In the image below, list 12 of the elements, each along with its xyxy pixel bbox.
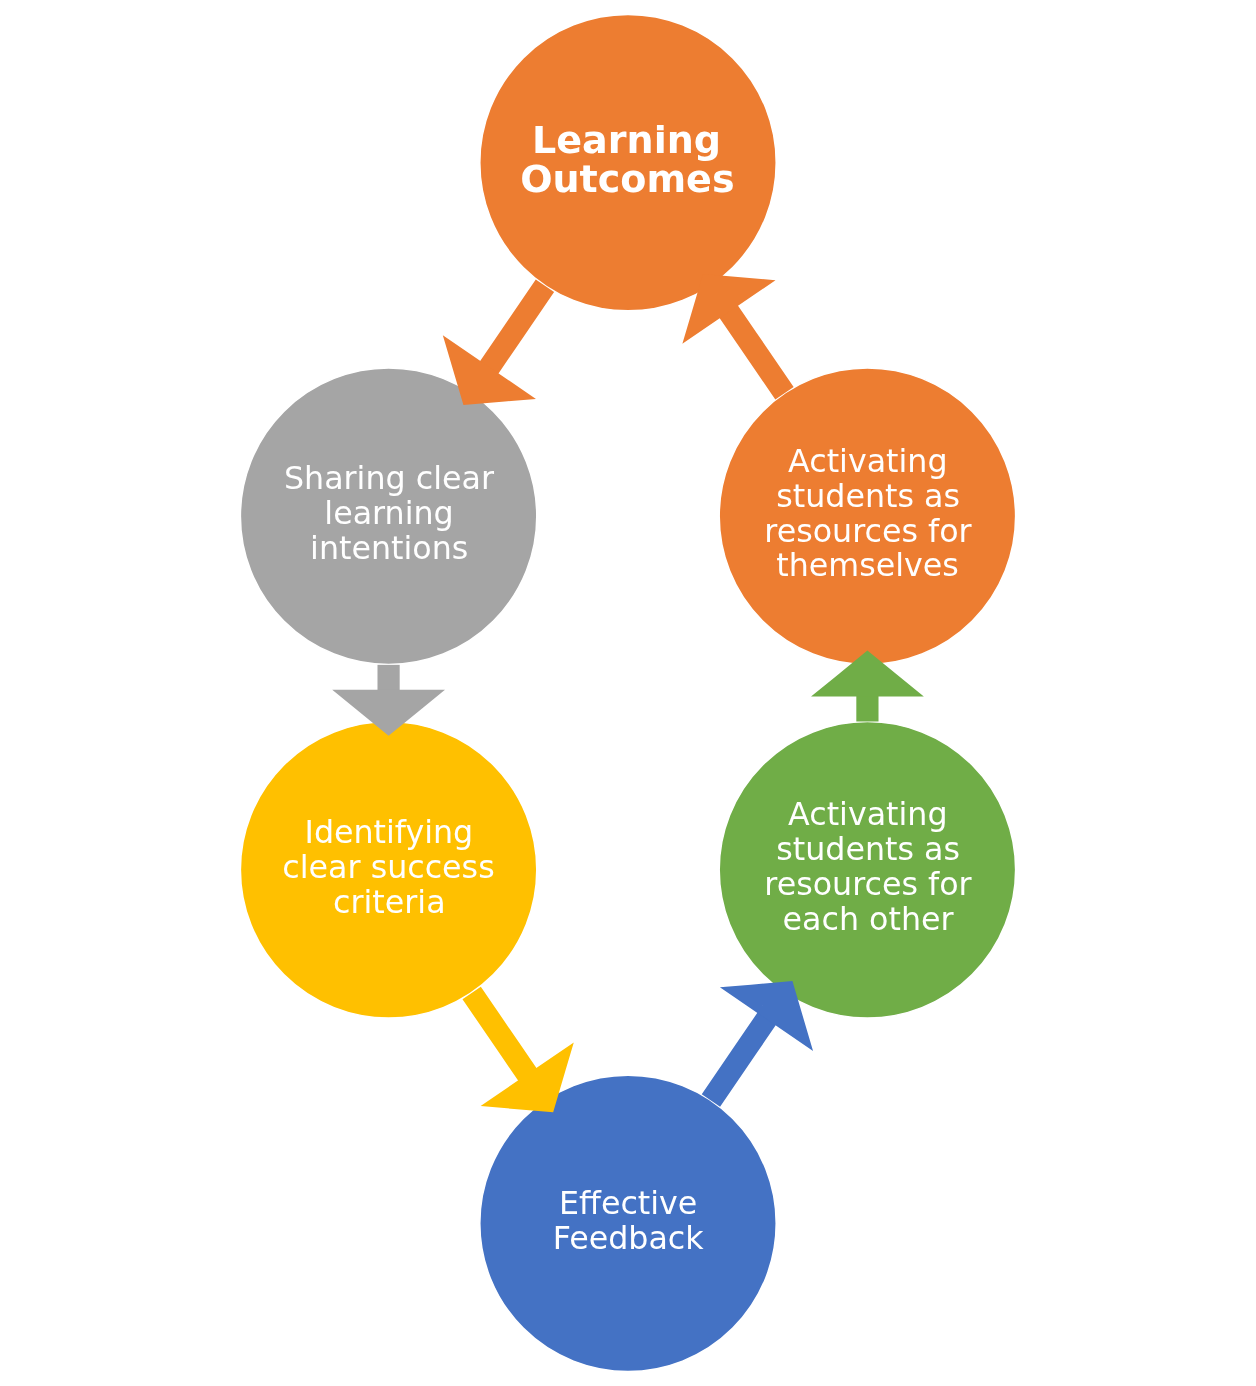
arrow bbox=[462, 986, 574, 1113]
arrow bbox=[701, 981, 814, 1107]
arrow bbox=[811, 650, 924, 722]
arrow bbox=[442, 279, 555, 406]
node-circle: Identifying clear success criteria bbox=[239, 720, 538, 1019]
arrow bbox=[332, 664, 445, 736]
node-circle: Effective Feedback bbox=[478, 1074, 778, 1373]
node-circle: Sharing clear learning intentions bbox=[239, 367, 538, 666]
node-circle: Activating students as resources for themselves bbox=[718, 367, 1017, 666]
node-circle: Learning Outcomes bbox=[478, 13, 778, 312]
arrow bbox=[682, 273, 794, 400]
node-circle: Activating students as resources for each other bbox=[718, 720, 1017, 1019]
